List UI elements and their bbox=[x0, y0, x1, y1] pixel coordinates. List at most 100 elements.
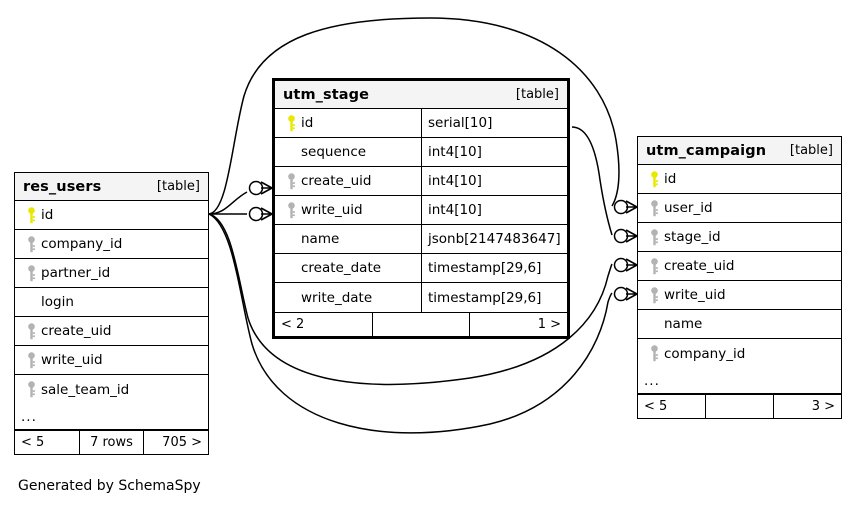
column-label: company_id bbox=[664, 345, 746, 362]
column-name-cell: create_uid bbox=[15, 317, 208, 345]
table-header-res_users: res_users [table] bbox=[15, 173, 208, 201]
column-label: name bbox=[301, 231, 340, 247]
column-name-cell: write_date bbox=[275, 283, 421, 312]
primary-key-icon bbox=[21, 206, 41, 224]
column-name-cell: login bbox=[15, 288, 208, 316]
column-label: id bbox=[41, 207, 54, 223]
column-label: id bbox=[301, 115, 314, 131]
next-page-button[interactable]: 3 > bbox=[811, 399, 835, 414]
column-name-cell: name bbox=[638, 310, 702, 338]
foreign-key-icon bbox=[21, 235, 41, 253]
table-row[interactable]: create_uid bbox=[638, 252, 841, 281]
no-key-spacer bbox=[281, 144, 301, 160]
column-name-cell: create_uid bbox=[275, 167, 421, 195]
table-footer-res_users: < 5 7 rows 705 > bbox=[15, 430, 208, 454]
column-label: name bbox=[664, 316, 703, 332]
table-row[interactable]: name bbox=[638, 310, 841, 339]
foreign-key-icon bbox=[21, 351, 41, 369]
table-row[interactable]: sale_team_id bbox=[15, 375, 208, 404]
column-name-cell: company_id bbox=[638, 339, 745, 368]
table-row[interactable]: login bbox=[15, 288, 208, 317]
primary-key-icon bbox=[281, 114, 301, 132]
column-label: write_uid bbox=[41, 352, 103, 368]
table-row[interactable]: user_id bbox=[638, 194, 841, 223]
edge-res_users-id-to-utm_campaign-write_uid bbox=[208, 213, 613, 434]
column-name-cell: create_uid bbox=[638, 252, 734, 280]
column-name-cell: write_uid bbox=[15, 346, 208, 374]
table-title: utm_stage bbox=[283, 86, 370, 103]
table-row[interactable]: stage_id bbox=[638, 223, 841, 252]
column-label: user_id bbox=[664, 200, 713, 216]
table-row[interactable]: name jsonb[2147483647] bbox=[275, 225, 567, 254]
column-label: partner_id bbox=[41, 265, 111, 281]
next-page-button[interactable]: 1 > bbox=[537, 317, 562, 332]
column-label: login bbox=[41, 294, 74, 310]
table-row[interactable]: id serial[10] bbox=[275, 109, 567, 138]
edge-endpoint-circle-utm_campaign-create_uid bbox=[613, 257, 629, 273]
table-title: res_users bbox=[23, 178, 102, 195]
foreign-key-icon bbox=[644, 286, 664, 304]
column-name-cell: sale_team_id bbox=[15, 375, 208, 404]
column-name-cell: stage_id bbox=[638, 223, 721, 251]
no-key-spacer bbox=[281, 231, 301, 247]
column-name-cell: write_uid bbox=[275, 196, 421, 224]
table-row[interactable]: id bbox=[15, 201, 208, 230]
edge-res_users-id-to-utm_campaign-user_id bbox=[208, 17, 620, 215]
table-row[interactable]: create_uid bbox=[15, 317, 208, 346]
foreign-key-icon bbox=[21, 381, 41, 398]
prev-page-button[interactable]: < 5 bbox=[644, 399, 668, 414]
edge-endpoint-circle-utm_stage-create_uid bbox=[248, 180, 264, 196]
primary-key-icon bbox=[644, 170, 664, 188]
column-label: create_date bbox=[301, 260, 382, 276]
table-type-tag: [table] bbox=[156, 179, 200, 194]
edge-res_users-id-to-utm_campaign-create_uid bbox=[208, 213, 613, 386]
prev-page-button[interactable]: < 5 bbox=[21, 435, 45, 450]
table-type-tag: [table] bbox=[789, 143, 833, 158]
table-row[interactable]: id bbox=[638, 165, 841, 194]
foreign-key-icon bbox=[21, 322, 41, 340]
column-name-cell: sequence bbox=[275, 138, 421, 166]
column-type-cell: serial[10] bbox=[421, 109, 567, 137]
column-name-cell: name bbox=[275, 225, 421, 253]
edge-endpoint-circle-utm_campaign-user_id bbox=[613, 199, 629, 215]
more-columns-indicator: ... bbox=[638, 368, 841, 394]
table-row[interactable]: write_uid bbox=[15, 346, 208, 375]
column-name-cell: id bbox=[15, 201, 208, 229]
edge-utm_stage-id-to-utm_campaign-stage_id bbox=[571, 126, 613, 236]
foreign-key-icon bbox=[281, 172, 301, 190]
edge-endpoint-circle-utm_campaign-stage_id bbox=[613, 228, 629, 244]
next-page-button[interactable]: 705 > bbox=[162, 435, 203, 450]
foreign-key-icon bbox=[21, 264, 41, 282]
table-row[interactable]: company_id bbox=[15, 230, 208, 259]
column-type-cell: jsonb[2147483647] bbox=[421, 225, 567, 253]
column-label: sale_team_id bbox=[41, 381, 130, 398]
row-count-label: 7 rows bbox=[78, 431, 145, 454]
edge-endpoint-circle-utm_stage-write_uid bbox=[248, 206, 264, 222]
no-key-spacer bbox=[281, 290, 301, 306]
foreign-key-icon bbox=[281, 201, 301, 219]
more-columns-indicator: ... bbox=[15, 404, 208, 430]
table-res_users[interactable]: res_users [table] id company_id partner_id… bbox=[14, 172, 209, 455]
column-name-cell: partner_id bbox=[15, 259, 208, 287]
prev-page-button[interactable]: < 2 bbox=[281, 317, 305, 332]
table-row[interactable]: write_uid bbox=[638, 281, 841, 310]
table-row[interactable]: company_id bbox=[638, 339, 841, 368]
column-label: stage_id bbox=[664, 229, 721, 245]
row-count-label bbox=[705, 395, 774, 418]
no-key-spacer bbox=[281, 260, 301, 276]
row-count-label bbox=[371, 313, 471, 336]
column-name-cell: id bbox=[275, 109, 421, 137]
column-label: company_id bbox=[41, 236, 123, 252]
table-row[interactable]: partner_id bbox=[15, 259, 208, 288]
column-label: sequence bbox=[301, 144, 367, 160]
